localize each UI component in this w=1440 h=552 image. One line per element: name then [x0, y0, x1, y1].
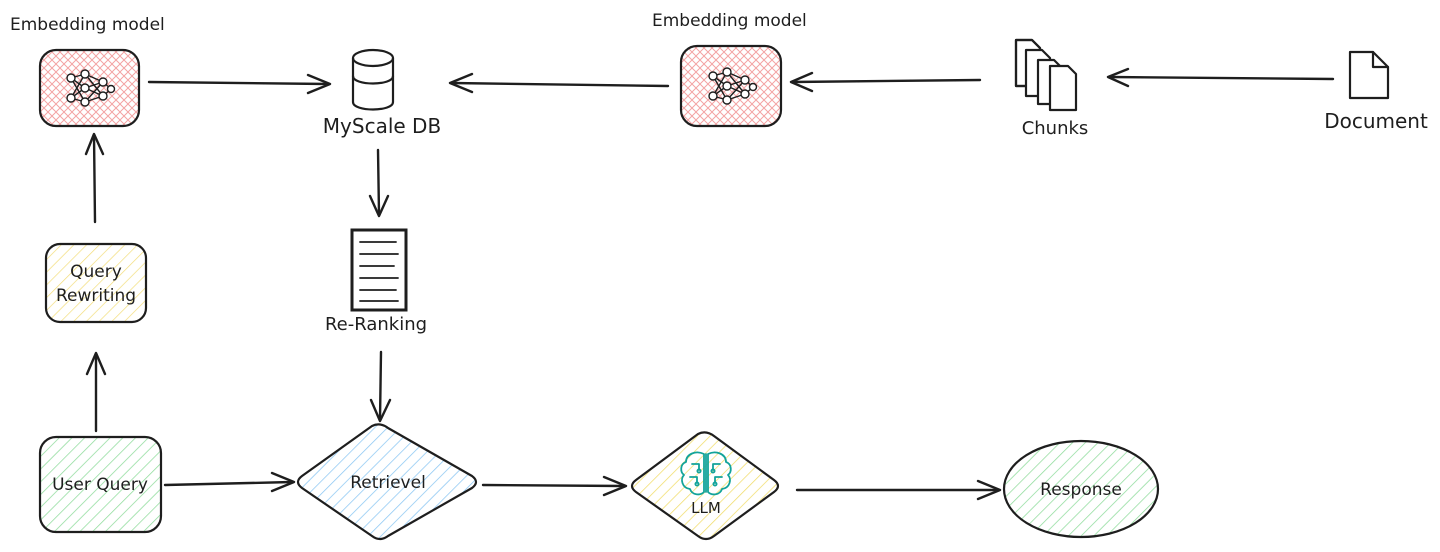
- user-query: User Query: [38, 435, 163, 534]
- response-ellipse: [1002, 439, 1160, 539]
- user-query-box: [38, 435, 163, 534]
- llm-diamond: [630, 431, 780, 541]
- llm: LLM: [630, 431, 780, 541]
- embedding-model-right: Embedding model: [652, 11, 807, 128]
- query-rewriting-label-line1: Query: [70, 262, 122, 282]
- arrow-document-to-chunks: [1106, 67, 1335, 88]
- query-rewriting-box: [44, 242, 148, 324]
- llm-fill: [632, 432, 778, 539]
- retrievel-label: Retrievel: [350, 473, 426, 493]
- re-ranking: Re-Ranking: [325, 228, 427, 335]
- arrow-retrievel-to-llm: [481, 475, 628, 497]
- user-query-fill: [40, 437, 161, 532]
- embedding-model-left: Embedding model: [10, 15, 165, 128]
- database-icon: [351, 48, 395, 111]
- arrow-llm-to-response: [795, 479, 1002, 501]
- user-query-label: User Query: [52, 475, 148, 495]
- ranked-list-icon: [350, 228, 408, 312]
- query-rewriting: Query Rewriting: [44, 242, 148, 324]
- arrow-userquery-to-rewriting: [85, 351, 107, 433]
- neural-network-icon: [708, 67, 758, 105]
- document: Document: [1324, 50, 1428, 133]
- query-rewriting-fill: [46, 244, 146, 322]
- arrow-chunks-to-embedding: [789, 71, 982, 93]
- embedding-model-left-box: [38, 48, 141, 128]
- response-fill: [1004, 441, 1158, 537]
- arrow-embedding-left-to-db: [147, 73, 332, 95]
- response: Response: [1002, 439, 1160, 539]
- chunks-label: Chunks: [1022, 118, 1089, 139]
- arrow-rewriting-to-embedding: [84, 132, 105, 224]
- arrows: [84, 67, 1335, 501]
- myscale-db-label: MyScale DB: [323, 114, 441, 138]
- query-rewriting-label-line2: Rewriting: [56, 286, 136, 306]
- documents-stack-icon: [1014, 38, 1078, 112]
- embedding-model-right-box: [679, 44, 783, 128]
- document-label: Document: [1324, 109, 1428, 133]
- arrow-reranking-to-retrievel: [369, 350, 392, 423]
- chunks: Chunks: [1014, 38, 1089, 139]
- retrievel-diamond: [296, 423, 478, 541]
- arrow-embedding-to-db: [448, 72, 670, 94]
- embedding-model-right-label: Embedding model: [652, 11, 807, 31]
- myscale-db: MyScale DB: [323, 48, 441, 138]
- llm-label: LLM: [691, 499, 721, 517]
- arrow-userquery-to-retrievel: [163, 471, 296, 493]
- neural-network-icon: [66, 69, 116, 107]
- response-label: Response: [1040, 480, 1122, 500]
- embedding-model-left-label: Embedding model: [10, 15, 165, 35]
- retrievel: Retrievel: [296, 423, 478, 541]
- re-ranking-label: Re-Ranking: [325, 314, 427, 335]
- document-icon: [1348, 50, 1390, 100]
- arrow-db-to-reranking: [368, 148, 390, 218]
- brain-circuit-icon: [680, 451, 732, 496]
